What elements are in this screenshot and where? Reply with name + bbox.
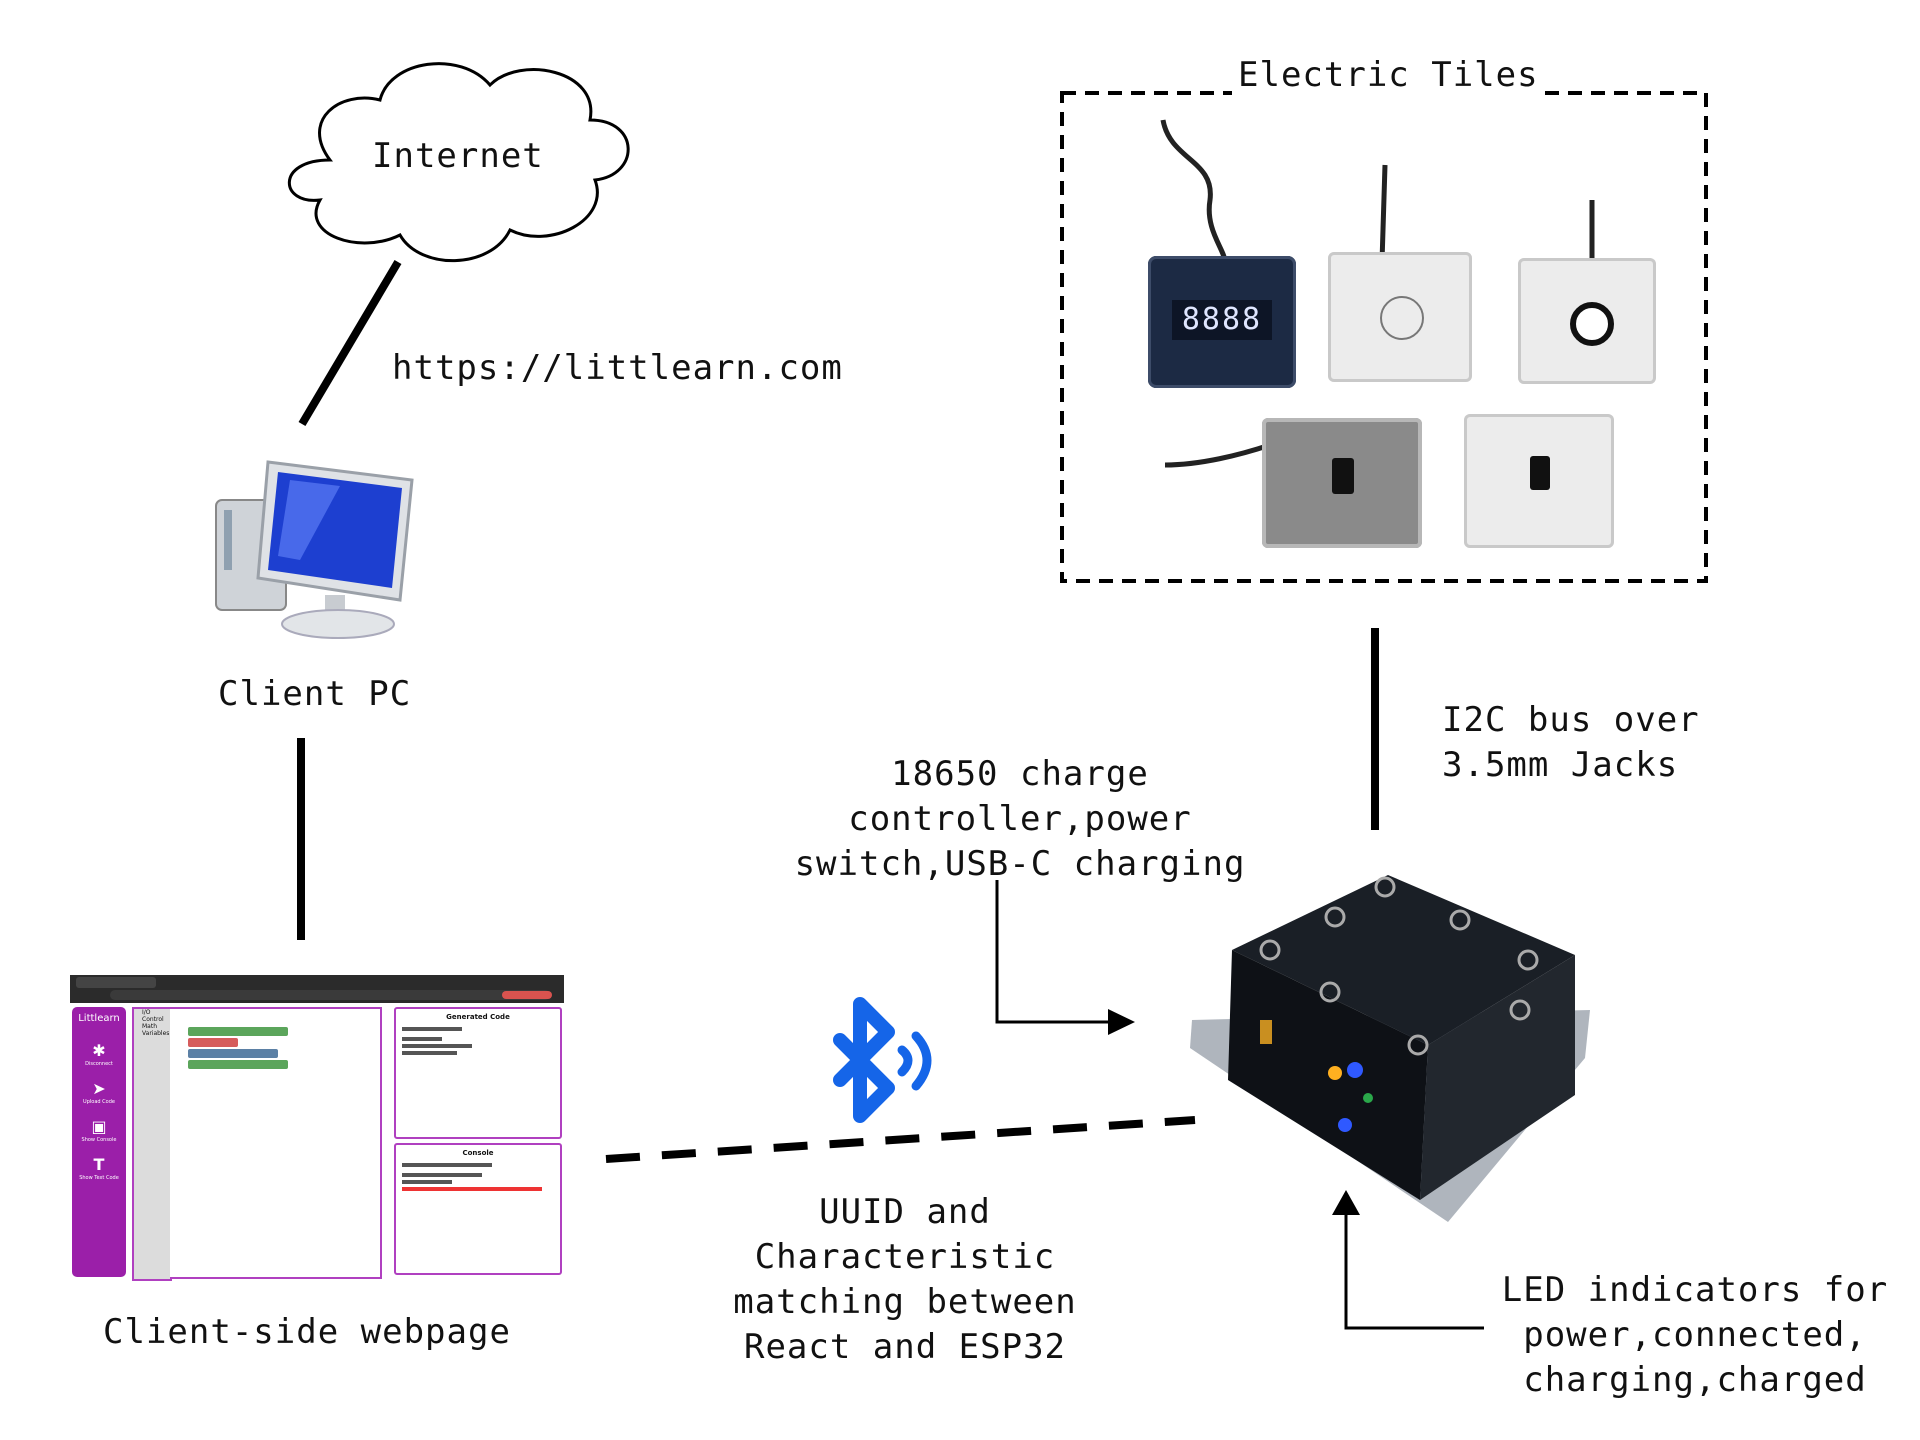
- block-categories: I/O Control Math Variables: [132, 1007, 172, 1281]
- led-label-line3: charging,charged: [1523, 1360, 1867, 1400]
- sidebar-label-disconnect: Disconnect: [85, 1061, 113, 1067]
- charge-arrow: [995, 880, 1112, 1024]
- client-pc-label: Client PC: [218, 674, 412, 714]
- uuid-label-line3: matching between: [733, 1282, 1077, 1322]
- blocks-workspace: [170, 1007, 382, 1279]
- internet-pc-link: [298, 259, 402, 427]
- console-panel: Console: [394, 1143, 562, 1275]
- sidebar-label-console: Show Console: [81, 1137, 117, 1143]
- client-webpage-label: Client-side webpage: [103, 1312, 511, 1352]
- internet-cloud: [287, 62, 630, 263]
- tile-sensor-gray: [1262, 418, 1422, 548]
- webpage-brand: Littlearn: [78, 1013, 120, 1024]
- internet-label: Internet: [372, 136, 544, 176]
- category-io: I/O: [142, 1009, 151, 1016]
- client-pc-icon: [215, 460, 414, 639]
- browser-url-bar: [110, 990, 550, 1000]
- electric-tiles-photo: [1160, 119, 1595, 468]
- bluetooth-small-icon: ✱: [92, 1041, 106, 1060]
- client-webpage-screenshot: Littlearn ✱ Disconnect ➤ Upload Code ▣ S…: [70, 975, 564, 1281]
- console-icon: ▣: [91, 1117, 107, 1136]
- uuid-label-line1: UUID and: [819, 1192, 991, 1232]
- category-math: Math: [142, 1023, 158, 1030]
- charge-label-line2: controller,power: [848, 799, 1192, 839]
- webpage-sidebar: Littlearn ✱ Disconnect ➤ Upload Code ▣ S…: [72, 1007, 126, 1277]
- text-icon: T: [93, 1155, 105, 1174]
- led-arrow: [1344, 1210, 1484, 1330]
- uuid-label-line4: React and ESP32: [743, 1327, 1067, 1367]
- browser-toolbar: [70, 975, 564, 1003]
- bluetooth-icon: [833, 997, 932, 1123]
- generated-code-title: Generated Code: [446, 1013, 510, 1021]
- controller-box-photo: [1190, 875, 1590, 1222]
- tile-button: [1518, 258, 1656, 384]
- generated-code-panel: Generated Code: [394, 1007, 562, 1139]
- sidebar-label-upload: Upload Code: [83, 1099, 115, 1105]
- charge-label-line3: switch,USB-C charging: [794, 844, 1246, 884]
- browser-tab: [76, 977, 156, 988]
- bluetooth-link: [605, 1116, 1196, 1163]
- tile-sensor-white: [1464, 414, 1614, 548]
- led-label-line1: LED indicators for: [1501, 1270, 1889, 1310]
- sidebar-label-text: Show Text Code: [79, 1175, 119, 1181]
- browser-update-button: [502, 991, 552, 999]
- i2c-label-line1: I2C bus over: [1442, 700, 1700, 740]
- console-title: Console: [462, 1149, 494, 1157]
- i2c-label-line2: 3.5mm Jacks: [1442, 745, 1679, 785]
- charge-label-line1: 18650 charge: [891, 754, 1149, 794]
- uuid-label-line2: Characteristic: [754, 1237, 1056, 1277]
- upload-icon: ➤: [92, 1079, 106, 1098]
- led-label-line2: power,connected,: [1523, 1315, 1867, 1355]
- tile-7segment-display: 8888: [1148, 256, 1296, 388]
- tile-display-digits: 8888: [1172, 300, 1272, 340]
- category-control: Control: [142, 1016, 164, 1023]
- category-variables: Variables: [142, 1030, 170, 1037]
- tile-led-module: [1328, 252, 1472, 382]
- electric-tiles-label: Electric Tiles: [1232, 53, 1545, 98]
- url-label: https://littlearn.com: [392, 348, 843, 388]
